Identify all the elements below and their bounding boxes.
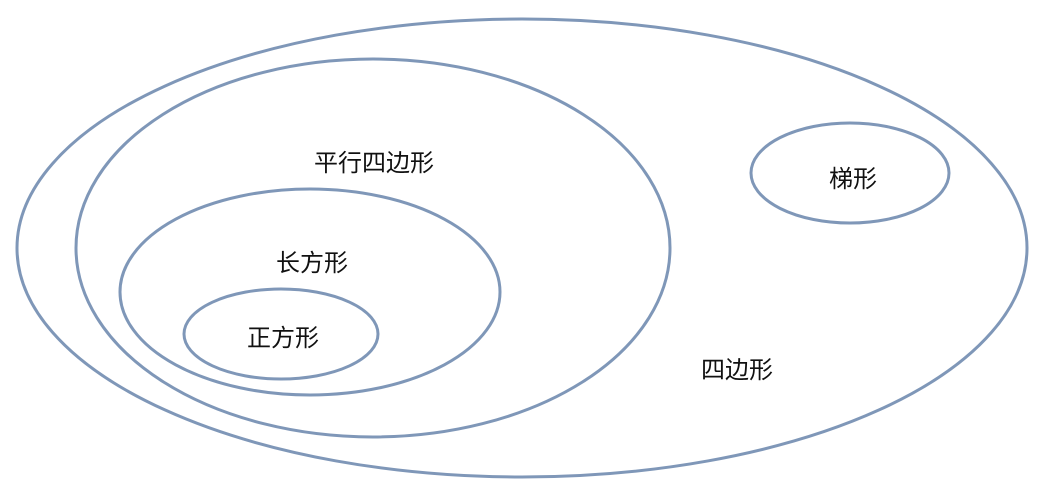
- trapezoid-label: 梯形: [829, 165, 877, 193]
- parallelogram-ellipse: [74, 57, 672, 439]
- square-ellipse: [182, 287, 380, 381]
- square-label: 正方形: [247, 324, 319, 352]
- rectangle-label: 长方形: [276, 249, 348, 277]
- rectangle-ellipse: [118, 187, 502, 397]
- trapezoid-ellipse: [749, 121, 951, 225]
- quadrilateral-label: 四边形: [701, 356, 773, 384]
- parallelogram-label: 平行四边形: [314, 149, 434, 177]
- quadrilateral-ellipse: [15, 17, 1029, 479]
